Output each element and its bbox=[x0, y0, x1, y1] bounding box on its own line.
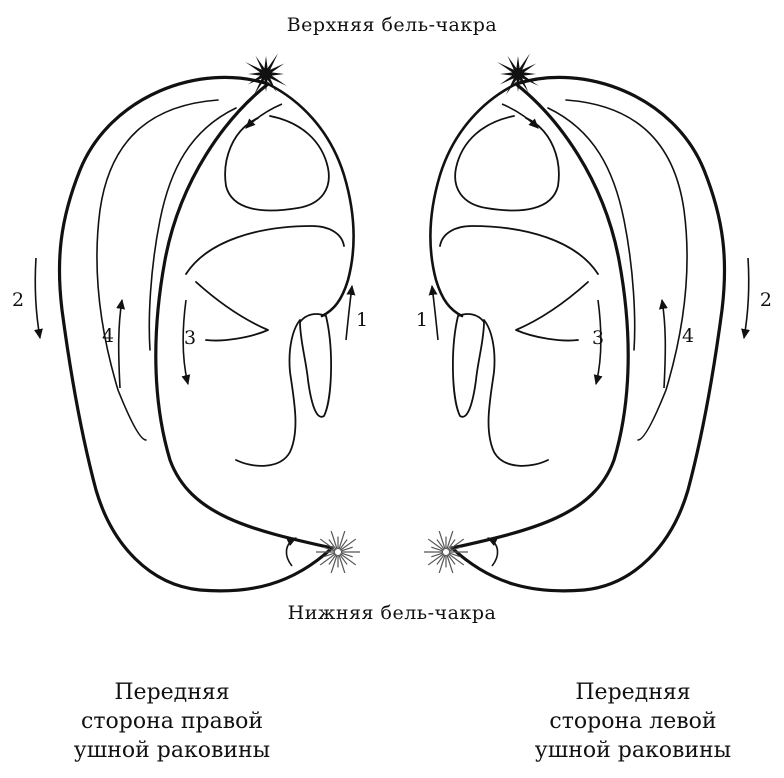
left-ear-number-3: 3 bbox=[592, 327, 604, 349]
right-ear-tragus bbox=[300, 314, 331, 417]
left-ear-caption-line-2: сторона левой bbox=[503, 707, 763, 736]
left-ear-tragus bbox=[453, 314, 484, 417]
left-ear-antitragus bbox=[516, 282, 588, 341]
lower-chakra-burst-right-ear bbox=[316, 531, 360, 573]
left-ear-number-1: 1 bbox=[416, 309, 428, 331]
right-ear-concha-line bbox=[186, 226, 344, 274]
left-ear-arrow-4 bbox=[662, 300, 665, 388]
upper-chakra-burst-left-ear bbox=[497, 53, 539, 95]
right-ear-number-3: 3 bbox=[184, 327, 196, 349]
right-ear-arrow-1 bbox=[346, 286, 352, 340]
left-ear-group bbox=[430, 77, 748, 590]
right-ear-arrow-4 bbox=[119, 300, 122, 388]
right-ear-fossa bbox=[225, 116, 329, 210]
right-ear-caption-line-3: ушной раковины bbox=[42, 736, 302, 765]
right-ear-caption-line-2: сторона правой bbox=[42, 707, 302, 736]
left-ear-concha-line bbox=[440, 226, 598, 274]
right-ear-number-4: 4 bbox=[102, 325, 114, 347]
right-ear-concha-cavity bbox=[236, 320, 300, 466]
left-ear-number-4: 4 bbox=[682, 325, 694, 347]
right-ear-caption: Передняя сторона правой ушной раковины bbox=[42, 678, 302, 765]
left-ear-arrow-top bbox=[502, 104, 538, 128]
left-ear-number-2: 2 bbox=[760, 289, 772, 311]
left-ear-arrow-2 bbox=[744, 258, 749, 338]
left-ear-fossa bbox=[455, 116, 559, 210]
left-ear-caption: Передняя сторона левой ушной раковины bbox=[503, 678, 763, 765]
right-ear-arrow-top bbox=[246, 104, 282, 128]
left-ear-caption-line-3: ушной раковины bbox=[503, 736, 763, 765]
lower-chakra-burst-left-ear bbox=[424, 531, 468, 573]
right-ear-number-2: 2 bbox=[12, 289, 24, 311]
left-ear-fold-line-2 bbox=[548, 108, 635, 350]
right-ear-arrow-bottom bbox=[286, 538, 296, 566]
left-ear-caption-line-1: Передняя bbox=[503, 678, 763, 707]
right-ear-fold-line-2 bbox=[149, 108, 236, 350]
right-ear-caption-line-1: Передняя bbox=[42, 678, 302, 707]
left-ear-concha-cavity bbox=[484, 320, 548, 466]
upper-chakra-burst-right-ear bbox=[245, 53, 287, 95]
right-ear-antitragus bbox=[196, 282, 268, 341]
left-ear-arrow-bottom bbox=[488, 538, 498, 566]
left-ear-arrow-1 bbox=[432, 286, 438, 340]
right-ear-arrow-2 bbox=[35, 258, 40, 338]
right-ear-number-1: 1 bbox=[356, 309, 368, 331]
